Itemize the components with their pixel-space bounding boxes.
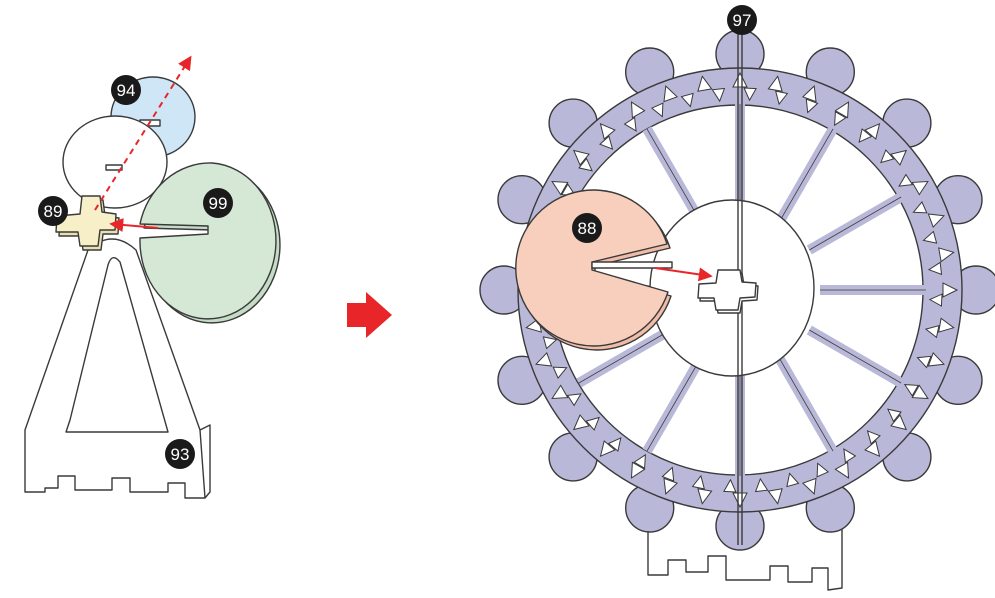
wheel-spoke-edge xyxy=(646,128,701,221)
right-assembly: 97 88 xyxy=(479,5,995,591)
badge-97-label: 97 xyxy=(733,11,752,30)
ring-cutout xyxy=(585,416,600,431)
ring-cutout xyxy=(834,461,850,479)
left-assembly: 94 89 99 93 xyxy=(24,55,281,499)
ring-cutout xyxy=(607,437,622,452)
ring-cutout xyxy=(630,461,646,479)
stand-part-93 xyxy=(24,238,211,499)
ring-cutout xyxy=(663,477,679,495)
ring-cutout xyxy=(542,336,558,350)
ring-cutout xyxy=(535,351,553,367)
ring-cutout xyxy=(912,200,928,214)
ring-cutout xyxy=(691,474,705,490)
ring-cutout xyxy=(551,180,569,196)
badge-89: 89 xyxy=(38,196,68,226)
ring-cutout xyxy=(578,157,593,172)
ring-cutout xyxy=(927,213,945,229)
ring-cutout xyxy=(697,75,713,92)
ring-cutout xyxy=(630,101,646,119)
ring-cutout xyxy=(754,477,769,493)
ring-cutout xyxy=(743,87,757,102)
ring-cutout xyxy=(911,384,929,400)
ring-cutout xyxy=(816,462,830,478)
dashed-arrow-icon xyxy=(94,55,192,211)
ring-cutout xyxy=(633,453,646,470)
hub-connector xyxy=(697,269,759,314)
ring-cutout xyxy=(552,366,568,380)
ring-cutout xyxy=(890,149,908,166)
ring-cutout xyxy=(834,110,847,127)
ring-cutout xyxy=(880,149,895,164)
ring-cutout xyxy=(864,122,881,140)
ring-cutout xyxy=(938,247,955,263)
badge-94: 94 xyxy=(111,75,141,105)
badge-99-label: 99 xyxy=(209,194,228,213)
insert-arrow-icon xyxy=(109,217,159,232)
wheel-spoke-edge xyxy=(578,329,671,384)
ring-cutout xyxy=(661,466,675,482)
ring-cutout xyxy=(922,230,938,244)
ring-cutout xyxy=(599,440,616,458)
badge-89-label: 89 xyxy=(44,202,63,221)
ring-cutout xyxy=(864,440,881,458)
wheel-spoke-edge xyxy=(779,128,834,221)
ring-cutout xyxy=(898,173,914,187)
ring-cutout xyxy=(551,384,569,400)
ring-cutout xyxy=(680,92,694,108)
badge-88-label: 88 xyxy=(578,219,597,238)
ring-cutout xyxy=(732,492,748,509)
ring-cutout xyxy=(887,408,902,423)
ring-cutout xyxy=(938,317,955,333)
ring-cutout xyxy=(911,180,929,196)
ring-cutout xyxy=(663,85,679,103)
ring-cutout xyxy=(650,102,664,118)
badge-97: 97 xyxy=(727,5,757,35)
ring-cutout xyxy=(711,87,726,103)
badge-88: 88 xyxy=(572,213,602,243)
ring-cutout xyxy=(805,98,819,114)
wheel-spoke-edge xyxy=(809,196,902,251)
ring-cutout xyxy=(858,128,873,143)
ring-cutout xyxy=(890,414,908,431)
ring-cutout xyxy=(924,325,940,339)
right-arrow-icon xyxy=(347,292,392,338)
ring-cutout xyxy=(599,122,616,140)
ring-cutout xyxy=(732,71,748,88)
disc-part-88 xyxy=(515,189,673,351)
ring-cutout xyxy=(928,293,943,307)
badge-93-label: 93 xyxy=(171,445,190,464)
badge-99: 99 xyxy=(203,188,233,218)
ring-cutout xyxy=(927,351,945,367)
ring-cutout xyxy=(942,282,959,298)
ring-cutout xyxy=(767,75,783,92)
disc-part-99 xyxy=(139,162,281,324)
ring-cutout xyxy=(566,393,582,407)
ring-cutout xyxy=(801,85,817,103)
hub-insert-arrow-icon xyxy=(654,267,713,282)
wheel-spoke-edge xyxy=(779,359,834,452)
ring-cutout xyxy=(866,430,881,445)
ring-cutout xyxy=(775,90,789,106)
ring-cutout xyxy=(723,478,737,493)
white-disc xyxy=(62,115,168,209)
ring-cutout xyxy=(916,355,932,369)
wheel-spoke-edge xyxy=(646,359,701,452)
ring-cutout xyxy=(903,384,920,397)
ring-cutout xyxy=(927,261,943,276)
badge-94-label: 94 xyxy=(117,81,136,100)
ring-cutout xyxy=(843,448,857,464)
badge-93: 93 xyxy=(165,439,195,469)
ring-cutout xyxy=(767,488,783,505)
ring-cutout xyxy=(599,135,614,150)
ring-cutout xyxy=(572,414,590,431)
ring-cutout xyxy=(572,149,590,166)
ring-cutout xyxy=(801,477,817,495)
ring-cutout xyxy=(623,116,637,132)
ring-cutout xyxy=(786,472,800,488)
ring-cutout xyxy=(834,101,850,119)
ring-cutout xyxy=(697,488,713,505)
wheel-spoke-edge xyxy=(809,329,902,384)
